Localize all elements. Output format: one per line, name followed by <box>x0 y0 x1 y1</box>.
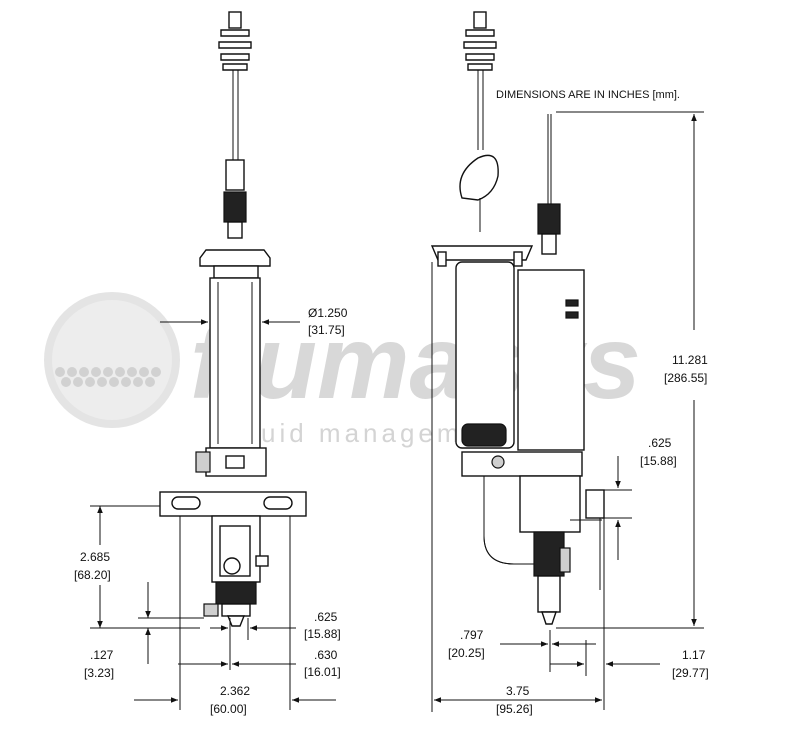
dim-797-mm: [20.25] <box>448 646 485 660</box>
dim-127-inch: .127 <box>90 648 114 662</box>
side-dimension-lines <box>431 111 704 712</box>
dim-127-mm: [3.23] <box>84 666 114 680</box>
dim-630-mm: [16.01] <box>304 665 341 679</box>
dim-2685-mm: [68.20] <box>74 568 111 582</box>
watermark-circle-icon <box>44 292 180 428</box>
front-view <box>159 11 307 627</box>
dim-2362-mm: [60.00] <box>210 702 247 716</box>
dim-117-mm: [29.77] <box>672 666 709 680</box>
dim-diameter-mm: [31.75] <box>308 323 345 337</box>
dim-630-inch: .630 <box>314 648 338 662</box>
dim-625-side-mm: [15.88] <box>640 454 677 468</box>
dim-11281-mm: [286.55] <box>664 371 707 385</box>
dim-117-inch: 1.17 <box>682 648 706 662</box>
dim-797-inch: .797 <box>460 628 484 642</box>
dim-diameter-inch: Ø1.250 <box>308 306 348 320</box>
dim-375-inch: 3.75 <box>506 684 530 698</box>
dim-625-front-inch: .625 <box>314 610 338 624</box>
dim-2685-inch: 2.685 <box>80 550 110 564</box>
dim-625-front-mm: [15.88] <box>304 627 341 641</box>
dim-11281-inch: 11.281 <box>672 353 708 367</box>
front-dimension-lines <box>90 319 336 710</box>
dim-2362-inch: 2.362 <box>220 684 250 698</box>
dim-625-side-inch: .625 <box>648 436 672 450</box>
dim-375-mm: [95.26] <box>496 702 533 716</box>
side-view <box>430 11 605 625</box>
watermark-logo: flumasys fluid management <box>44 292 641 448</box>
dimensions-note: DIMENSIONS ARE IN INCHES [mm]. <box>496 89 680 101</box>
